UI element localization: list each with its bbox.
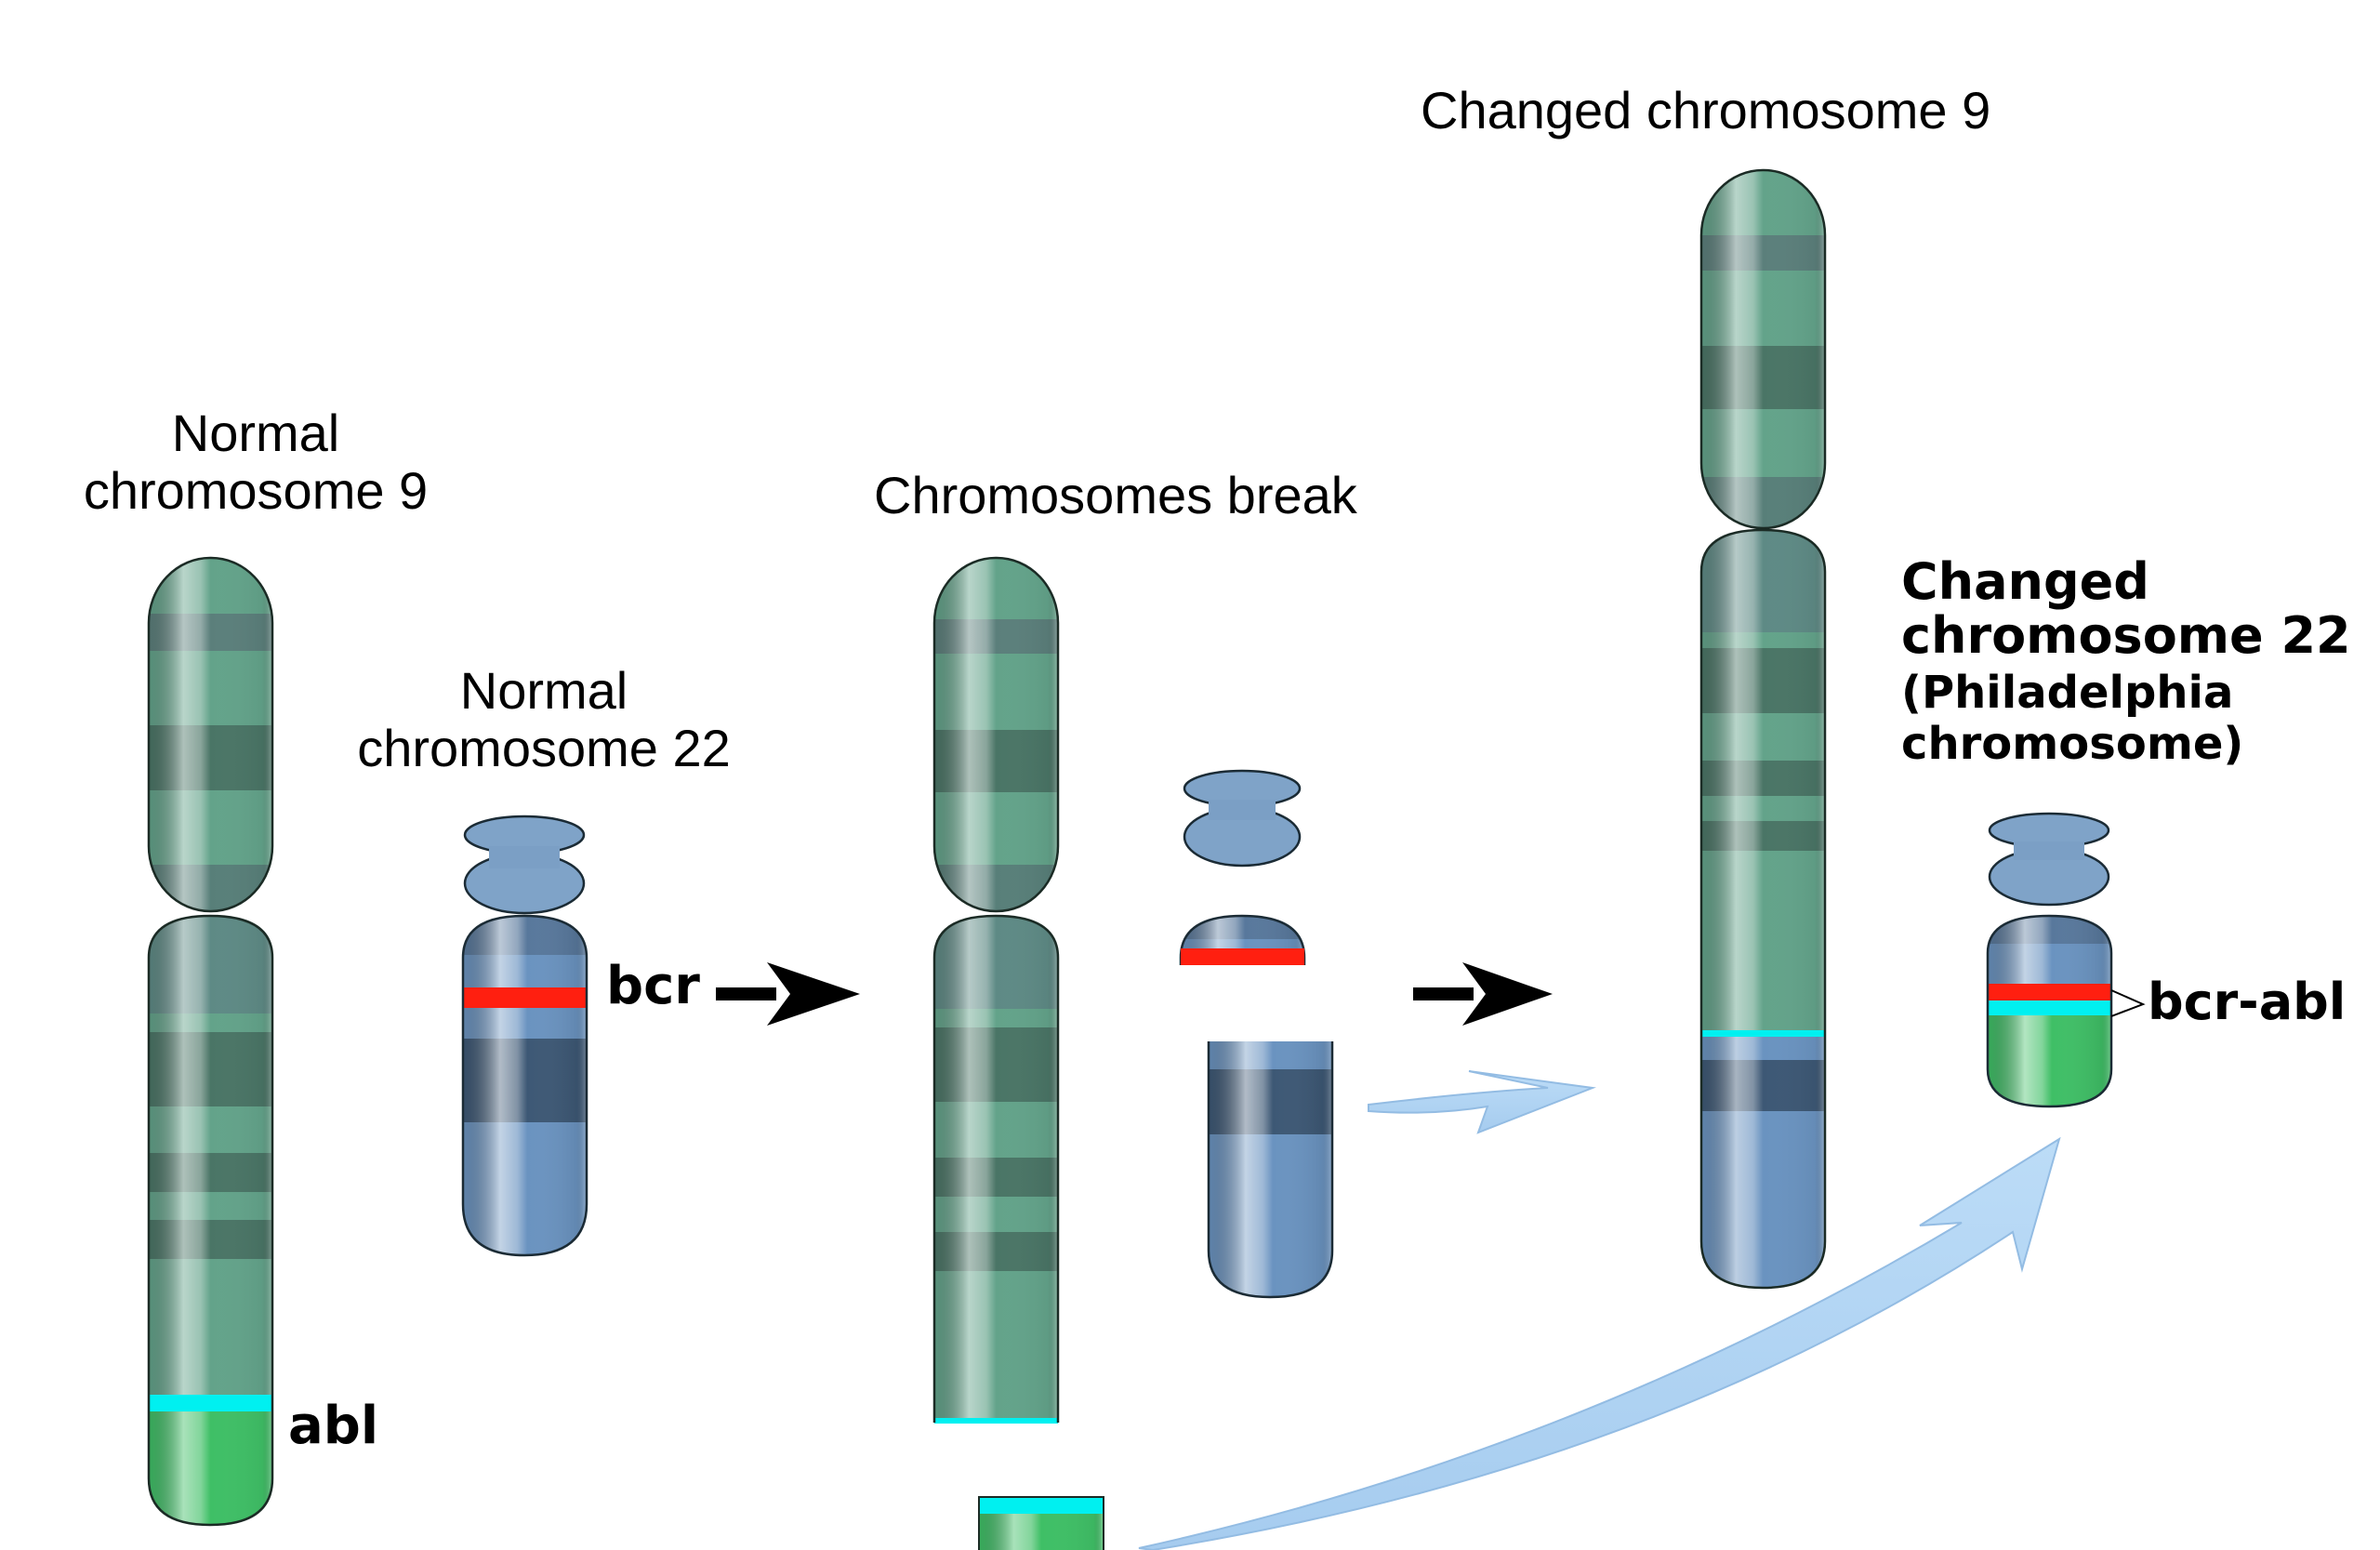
label-line: chromosome 22	[357, 718, 731, 777]
abl-label: abl	[288, 1396, 379, 1456]
label-line: chromosome 22	[1901, 606, 2351, 666]
transfer-arrow-to-chromosome-9	[1368, 1070, 1596, 1134]
bcr-label: bcr	[606, 956, 700, 1016]
chromosomes-break-label: Chromosomes break	[874, 466, 1357, 524]
bcr-band	[1988, 984, 2111, 1000]
broken-chromosome-22-fragment	[1207, 1041, 1334, 1299]
normal-chromosome-9-label: Normal chromosome 9	[37, 404, 474, 519]
bcr-abl-label: bcr-abl	[2148, 973, 2347, 1031]
changed-chromosome-9-label: Changed chromosome 9	[1421, 81, 1991, 139]
label-line: chromosome 9	[83, 460, 429, 520]
normal-chromosome-9	[147, 556, 274, 1527]
abl-band	[149, 1395, 272, 1411]
broken-chromosome-22-top	[1179, 769, 1306, 965]
label-line: Normal	[459, 661, 628, 720]
label-line: (Philadelphia	[1901, 667, 2234, 719]
philadelphia-chromosome-label: (Philadelphia chromosome)	[1901, 667, 2244, 771]
transfer-arrow-to-chromosome-22	[1138, 1136, 2061, 1550]
broken-chromosome-9	[932, 556, 1060, 1424]
changed-chromosome-22	[1986, 812, 2146, 1108]
label-line: Normal	[171, 404, 340, 462]
label-line: Changed	[1901, 552, 2149, 611]
normal-chromosome-22-label: Normal chromosome 22	[325, 662, 762, 776]
changed-chromosome-9	[1699, 168, 1827, 1290]
abl-band	[1988, 1000, 2111, 1015]
abl-fragment	[978, 1496, 1104, 1550]
step-arrow-1	[716, 962, 860, 1026]
fusion-pointer	[2110, 989, 2146, 1017]
label-line: chromosome)	[1901, 718, 2244, 771]
normal-chromosome-22	[461, 815, 588, 1257]
changed-chromosome-22-label: Changed chromosome 22	[1901, 552, 2351, 666]
bcr-band	[463, 987, 587, 1008]
step-arrow-2	[1413, 962, 1553, 1026]
